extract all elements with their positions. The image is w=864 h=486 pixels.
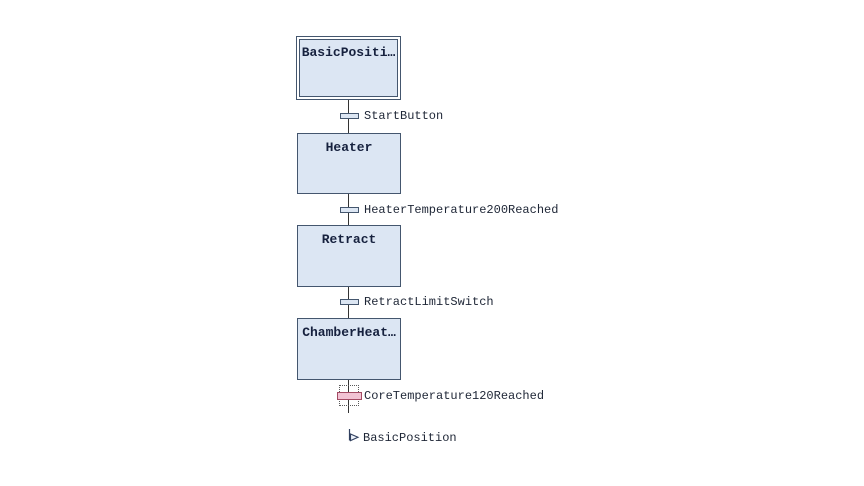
sfc-step-chamberheater[interactable]: ChamberHeat… bbox=[297, 318, 401, 380]
jump-arrow-icon[interactable] bbox=[345, 428, 361, 444]
jump-label[interactable]: BasicPosition bbox=[363, 431, 457, 445]
step-name: ChamberHeat… bbox=[302, 325, 396, 340]
step-name: Retract bbox=[321, 232, 377, 247]
step-name: BasicPositi… bbox=[301, 45, 396, 60]
transition-label[interactable]: HeaterTemperature200Reached bbox=[364, 203, 559, 217]
sfc-step-retract[interactable]: Retract bbox=[297, 225, 401, 287]
sfc-transition-coretemperature120reached[interactable] bbox=[337, 392, 362, 400]
sfc-initial-step-basicposition[interactable]: BasicPositi… bbox=[296, 36, 401, 100]
sfc-transition-retractlimitswitch[interactable] bbox=[340, 299, 359, 305]
step-name: Heater bbox=[325, 140, 373, 155]
transition-label[interactable]: StartButton bbox=[364, 109, 444, 123]
sfc-transition-startbutton[interactable] bbox=[340, 113, 359, 119]
sfc-step-heater[interactable]: Heater bbox=[297, 133, 401, 194]
sfc-transition-heatertemperature200reached[interactable] bbox=[340, 207, 359, 213]
transition-label[interactable]: CoreTemperature120Reached bbox=[364, 389, 545, 403]
transition-label[interactable]: RetractLimitSwitch bbox=[364, 295, 494, 309]
initial-step-inner-frame: BasicPositi… bbox=[299, 39, 398, 97]
